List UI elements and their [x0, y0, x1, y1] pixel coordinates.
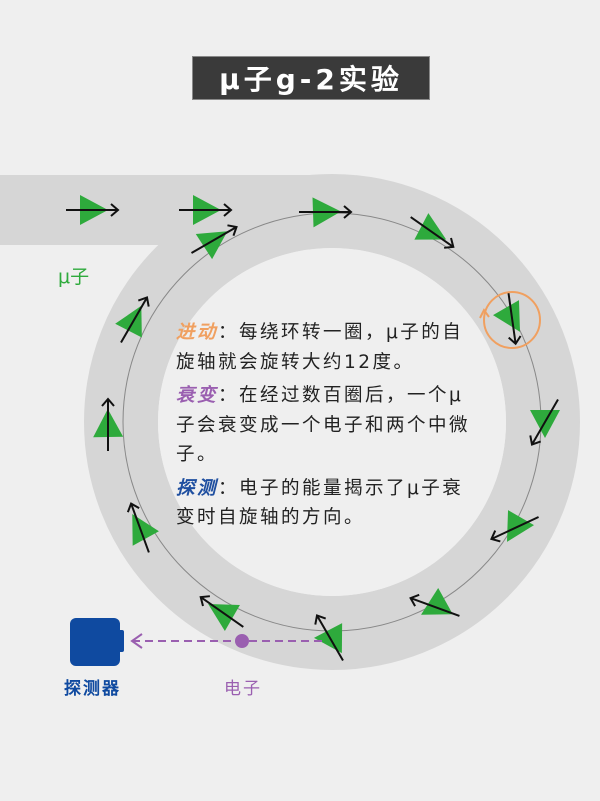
decay-desc: 衰变：在经过数百圈后，一个μ子会衰变成一个电子和两个中微子。	[176, 381, 476, 470]
spin-arrow-icon	[126, 502, 150, 553]
spin-arrow-icon	[199, 595, 244, 628]
spin-arrow-icon	[299, 205, 353, 219]
detection-text: ：电子的能量揭示了μ子衰变时自旋轴的方向。	[176, 477, 464, 529]
page-title: μ子g-2实验	[192, 56, 430, 100]
spin-arrow-icon	[179, 203, 233, 217]
explanation-text: 进动：每绕环转一圈，μ子的自旋轴就会旋转大约12度。 衰变：在经过数百圈后，一个…	[176, 318, 476, 537]
spin-arrow-icon	[314, 614, 344, 662]
precession-icon	[479, 291, 541, 349]
detection-desc: 探测：电子的能量揭示了μ子衰变时自旋轴的方向。	[176, 474, 476, 533]
precession-term: 进动	[176, 322, 219, 343]
spin-arrow-icon	[410, 216, 455, 249]
muon-marker	[414, 213, 447, 240]
spin-arrow-icon	[490, 516, 539, 543]
spin-arrow-icon	[190, 224, 238, 254]
decay-term: 衰变	[176, 385, 219, 406]
electron-arrowhead	[130, 633, 143, 649]
spin-arrow-icon	[66, 203, 120, 217]
spin-arrow-icon	[120, 296, 150, 344]
spin-arrow-icon	[101, 397, 115, 451]
muon-marker	[208, 603, 240, 631]
detector-icon	[70, 618, 124, 666]
inner-area	[158, 248, 506, 596]
spin-arrow-icon	[507, 292, 522, 346]
spin-arrow-icon	[409, 593, 460, 617]
muon-marker	[132, 513, 159, 546]
detector-label: 探测器	[64, 679, 121, 699]
muon-marker	[115, 305, 142, 338]
muon-marker	[421, 588, 453, 615]
spin-arrow-icon	[529, 398, 559, 446]
muon-marker	[195, 231, 228, 260]
electron-label: 电子	[224, 679, 262, 699]
muon-label: μ子	[58, 266, 90, 288]
decay-text: ：在经过数百圈后，一个μ子会衰变成一个电子和两个中微子。	[176, 385, 471, 465]
precession-desc: 进动：每绕环转一圈，μ子的自旋轴就会旋转大约12度。	[176, 318, 476, 377]
detection-term: 探测	[176, 477, 219, 499]
precession-text: ：每绕环转一圈，μ子的自旋轴就会旋转大约12度。	[176, 322, 464, 373]
electron-dot	[235, 634, 249, 648]
